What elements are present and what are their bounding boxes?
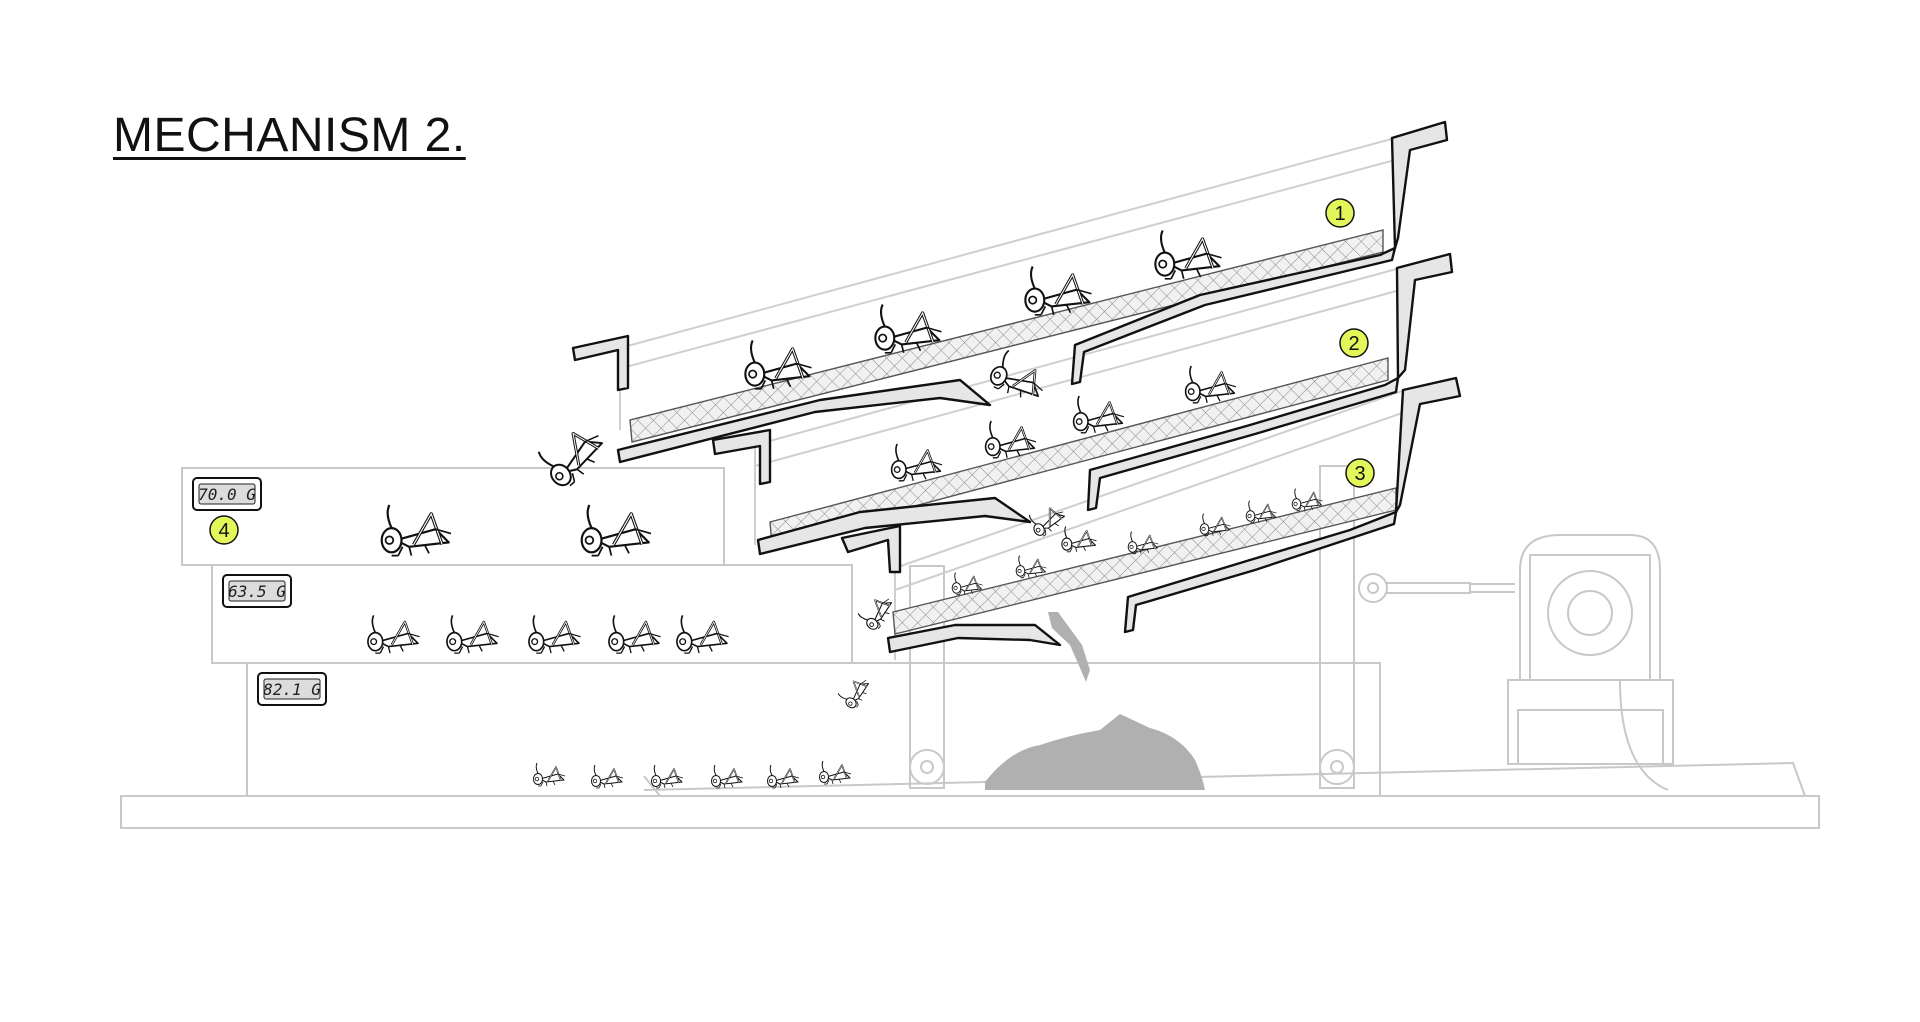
- cricket-icon: [527, 614, 582, 655]
- svg-text:3: 3: [1354, 463, 1365, 485]
- wheel-icon-right: [1319, 749, 1355, 785]
- cricket-icon: [380, 503, 453, 558]
- cricket-icon: [531, 414, 613, 493]
- cricket-icon: [580, 503, 653, 558]
- tray1-outlet-chute: [616, 378, 992, 464]
- tray1-lip: [571, 334, 630, 392]
- diagram-title: MECHANISM 2.: [113, 109, 466, 162]
- tray2-drop-lip: [840, 524, 902, 574]
- base-plate: [120, 795, 1820, 829]
- support-leg-left: [909, 565, 945, 789]
- base-slope: [643, 761, 1806, 797]
- svg-text:1: 1: [1334, 203, 1345, 225]
- tray3-outlet-chute: [886, 623, 1062, 654]
- tray3-end-wall: [1394, 376, 1462, 514]
- tray2-lip: [711, 428, 772, 486]
- cricket-icon: [650, 764, 684, 789]
- scale-reading-3: 82.1 G: [263, 680, 321, 699]
- scale-reading-1: 70.0 G: [198, 485, 256, 504]
- marker-3: 3: [1345, 458, 1375, 488]
- cricket-icon: [985, 346, 1054, 408]
- sieve-mesh-1: [629, 229, 1384, 443]
- tray2-outlet-chute: [756, 496, 1032, 556]
- cricket-icon: [835, 671, 875, 712]
- marker-2: 2: [1339, 328, 1369, 358]
- svg-text:2: 2: [1348, 333, 1359, 355]
- cricket-icon: [590, 764, 624, 789]
- debris-pile: [985, 714, 1205, 790]
- marker-4: 4: [209, 515, 239, 545]
- cricket-icon: [818, 760, 852, 785]
- cricket-icon: [445, 614, 500, 655]
- tray2-end-wall: [1395, 252, 1454, 380]
- cricket-icon: [1153, 228, 1224, 281]
- cricket-icon: [1015, 554, 1048, 579]
- cricket-icon: [607, 614, 662, 655]
- tray2-inner-chute: [1086, 376, 1400, 512]
- cricket-icon: [854, 588, 899, 634]
- cricket-icon: [890, 442, 944, 482]
- support-leg-right: [1319, 465, 1355, 789]
- collection-boxes: [181, 467, 1381, 797]
- cricket-icon: [532, 762, 566, 787]
- scale-display-icon-3: 82.1 G: [257, 672, 327, 706]
- scale-reading-2: 63.5 G: [228, 582, 286, 601]
- marker-1: 1: [1325, 198, 1355, 228]
- cricket-icon: [366, 614, 421, 655]
- chutes: [571, 120, 1462, 654]
- cricket-icon: [1072, 394, 1126, 434]
- cricket-icon: [710, 764, 744, 789]
- tray3-inner-chute: [1123, 510, 1398, 634]
- bin-1: [181, 467, 725, 566]
- tray1-inner-chute: [1070, 246, 1397, 386]
- svg-text:4: 4: [218, 520, 229, 542]
- scale-display-icon-2: 63.5 G: [222, 574, 292, 608]
- tray1-end-wall: [1390, 120, 1449, 250]
- cricket-icon: [675, 614, 730, 655]
- falling-debris: [1048, 612, 1090, 682]
- drive-rod: [1358, 573, 1515, 603]
- motor-icon: [1507, 534, 1674, 791]
- cricket-icon: [1184, 364, 1238, 404]
- wheel-icon-left: [909, 749, 945, 785]
- cricket-icon: [984, 419, 1038, 459]
- cricket-icon: [766, 764, 800, 789]
- scale-display-icon-1: 70.0 G: [192, 477, 262, 511]
